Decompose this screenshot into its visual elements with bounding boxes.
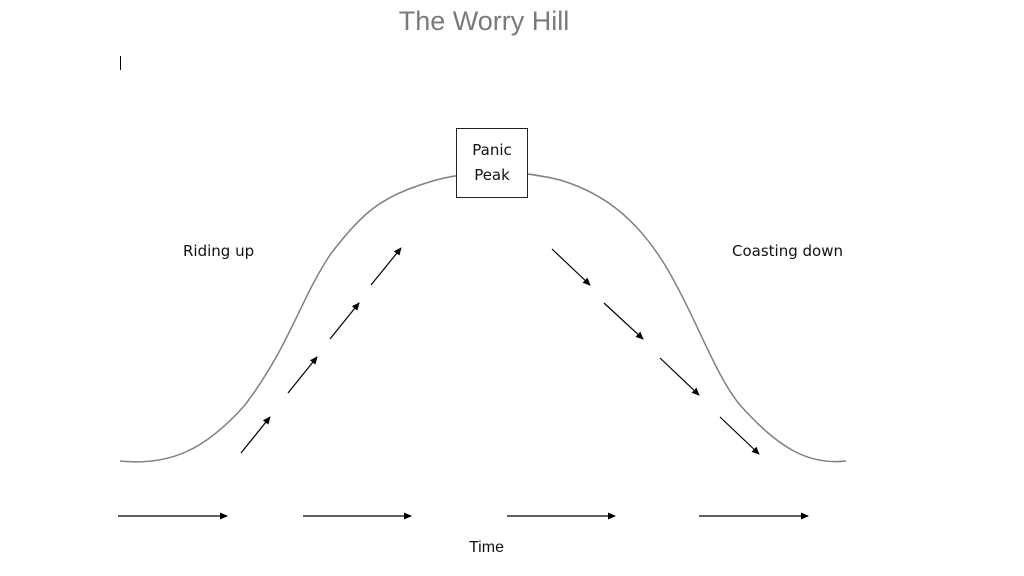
hill-curve xyxy=(119,171,847,463)
falling-arrow xyxy=(719,416,760,455)
falling-arrow xyxy=(659,357,700,396)
rising-arrow xyxy=(370,247,402,286)
rising-arrow xyxy=(240,416,271,454)
coasting-down-label: Coasting down xyxy=(732,242,843,260)
time-axis-label: Time xyxy=(469,539,504,556)
rising-arrow xyxy=(329,302,360,340)
riding-up-label: Riding up xyxy=(183,242,255,260)
falling-arrows xyxy=(551,248,760,455)
peak-label-line2: Peak xyxy=(474,166,510,184)
rising-arrow xyxy=(287,356,318,394)
falling-arrow xyxy=(603,302,644,340)
falling-arrow xyxy=(551,248,591,286)
text-cursor xyxy=(120,56,121,70)
rising-arrows xyxy=(240,247,402,454)
panic-peak-box: Panic Peak xyxy=(456,128,528,198)
diagram-title: The Worry Hill xyxy=(398,6,570,36)
peak-label-line1: Panic xyxy=(472,141,512,159)
